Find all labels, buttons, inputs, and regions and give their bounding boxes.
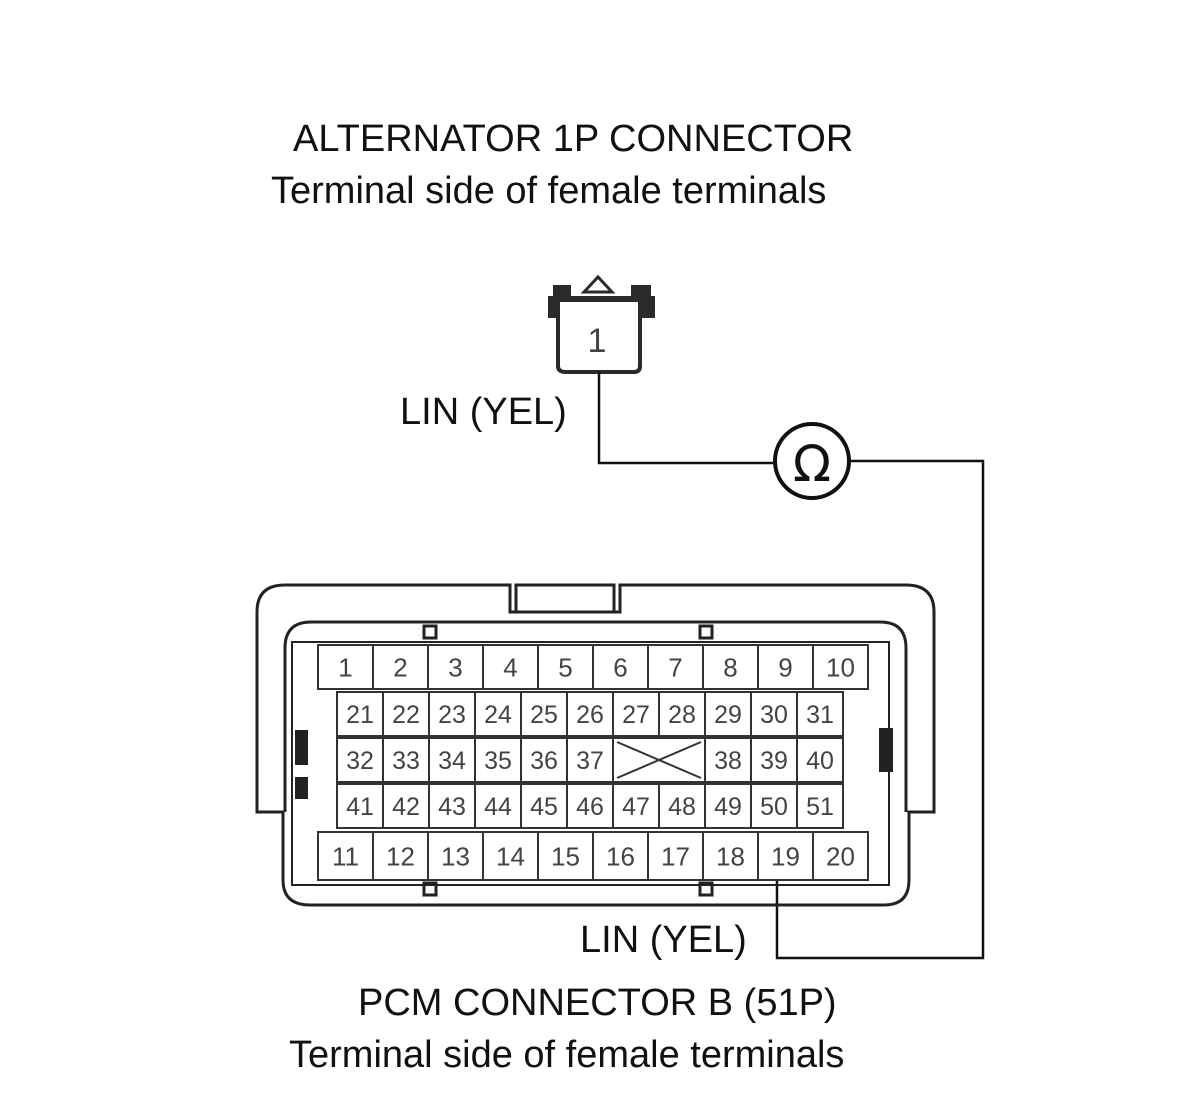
terminal-cell-24 <box>474 691 522 737</box>
unused-terminal-x-mark <box>616 741 702 779</box>
terminal-9: 9 <box>778 652 792 682</box>
terminal-18: 18 <box>716 841 745 871</box>
terminal-20: 20 <box>826 841 855 871</box>
terminal-2: 2 <box>393 652 407 682</box>
terminal-15: 15 <box>551 841 580 871</box>
terminal-cell-51 <box>796 783 844 829</box>
lin-wire <box>597 372 985 960</box>
terminal-49: 49 <box>714 793 742 821</box>
terminal-17: 17 <box>661 841 690 871</box>
terminal-43: 43 <box>438 793 466 821</box>
terminal-cell-8 <box>702 644 759 690</box>
terminal-cell-4 <box>482 644 539 690</box>
terminal-14: 14 <box>496 841 525 871</box>
terminal-25: 25 <box>530 701 558 729</box>
terminal-cell-20 <box>812 831 869 881</box>
terminal-48: 48 <box>668 793 696 821</box>
terminal-27: 27 <box>622 701 650 729</box>
terminal-cell-15 <box>537 831 594 881</box>
pcm-connector-subtitle: Terminal side of female terminals <box>289 1034 845 1076</box>
terminal-cell-19 <box>757 831 814 881</box>
terminal-42: 42 <box>392 793 420 821</box>
terminal-3: 3 <box>448 652 462 682</box>
terminal-10: 10 <box>826 652 855 682</box>
terminal-29: 29 <box>714 701 742 729</box>
terminal-31: 31 <box>806 701 834 729</box>
terminal-cell-22 <box>382 691 430 737</box>
terminal-37: 37 <box>576 747 604 775</box>
terminal-16: 16 <box>606 841 635 871</box>
alternator-terminal-1: 1 <box>588 322 607 360</box>
terminal-1: 1 <box>338 652 352 682</box>
terminal-cell-21 <box>336 691 384 737</box>
terminal-13: 13 <box>441 841 470 871</box>
terminal-4: 4 <box>503 652 517 682</box>
terminal-26: 26 <box>576 701 604 729</box>
terminal-cell-33 <box>382 737 430 783</box>
terminal-41: 41 <box>346 793 374 821</box>
terminal-46: 46 <box>576 793 604 821</box>
terminal-51: 51 <box>806 793 834 821</box>
terminal-cell-14 <box>482 831 539 881</box>
terminal-34: 34 <box>438 747 466 775</box>
terminal-5: 5 <box>558 652 572 682</box>
terminal-12: 12 <box>386 841 415 871</box>
terminal-21: 21 <box>346 701 374 729</box>
terminal-24: 24 <box>484 701 512 729</box>
terminal-cell-37 <box>566 737 614 783</box>
terminal-33: 33 <box>392 747 420 775</box>
terminal-45: 45 <box>530 793 558 821</box>
terminal-38: 38 <box>714 747 742 775</box>
terminal-cell-16 <box>592 831 649 881</box>
svg-text:Ω: Ω <box>793 435 831 493</box>
terminal-cell-40 <box>796 737 844 783</box>
alternator-wire-label: LIN (YEL) <box>400 391 567 433</box>
terminal-cell-30 <box>750 691 798 737</box>
terminal-cell-10 <box>812 644 869 690</box>
ohmmeter-icon: Ω <box>773 422 851 500</box>
terminal-cell-9 <box>757 644 814 690</box>
terminal-47: 47 <box>622 793 650 821</box>
terminal-cell-3 <box>427 644 484 690</box>
terminal-44: 44 <box>484 793 512 821</box>
terminal-22: 22 <box>392 701 420 729</box>
terminal-35: 35 <box>484 747 512 775</box>
terminal-7: 7 <box>668 652 682 682</box>
pcm-wire-label: LIN (YEL) <box>580 919 747 961</box>
terminal-8: 8 <box>723 652 737 682</box>
terminal-cell-48 <box>658 783 706 829</box>
terminal-cell-28 <box>658 691 706 737</box>
alternator-connector-icon: 1 <box>548 274 655 374</box>
terminal-50: 50 <box>760 793 788 821</box>
terminal-32: 32 <box>346 747 374 775</box>
alternator-connector-title: ALTERNATOR 1P CONNECTOR <box>293 118 854 160</box>
terminal-cell-47 <box>612 783 660 829</box>
terminal-cell-38 <box>704 737 752 783</box>
terminal-cell-5 <box>537 644 594 690</box>
terminal-23: 23 <box>438 701 466 729</box>
terminal-cell-11 <box>317 831 374 881</box>
terminal-cell-49 <box>704 783 752 829</box>
terminal-cell-31 <box>796 691 844 737</box>
terminal-cell-17 <box>647 831 704 881</box>
pcm-connector-title: PCM CONNECTOR B (51P) <box>358 982 837 1024</box>
terminal-30: 30 <box>760 701 788 729</box>
terminal-40: 40 <box>806 747 834 775</box>
alternator-connector-subtitle: Terminal side of female terminals <box>271 170 827 212</box>
terminal-cell-35 <box>474 737 522 783</box>
terminal-11: 11 <box>332 841 359 871</box>
terminal-cell-36 <box>520 737 568 783</box>
terminal-19: 19 <box>771 841 800 871</box>
terminal-36: 36 <box>530 747 558 775</box>
terminal-39: 39 <box>760 747 788 775</box>
terminal-cell-34 <box>428 737 476 783</box>
pcm-connector-locks <box>295 728 893 799</box>
terminal-cell-12 <box>372 831 429 881</box>
terminal-28: 28 <box>668 701 696 729</box>
terminal-cell-7 <box>647 644 704 690</box>
terminal-cell-1 <box>317 644 374 690</box>
terminal-6: 6 <box>613 652 627 682</box>
